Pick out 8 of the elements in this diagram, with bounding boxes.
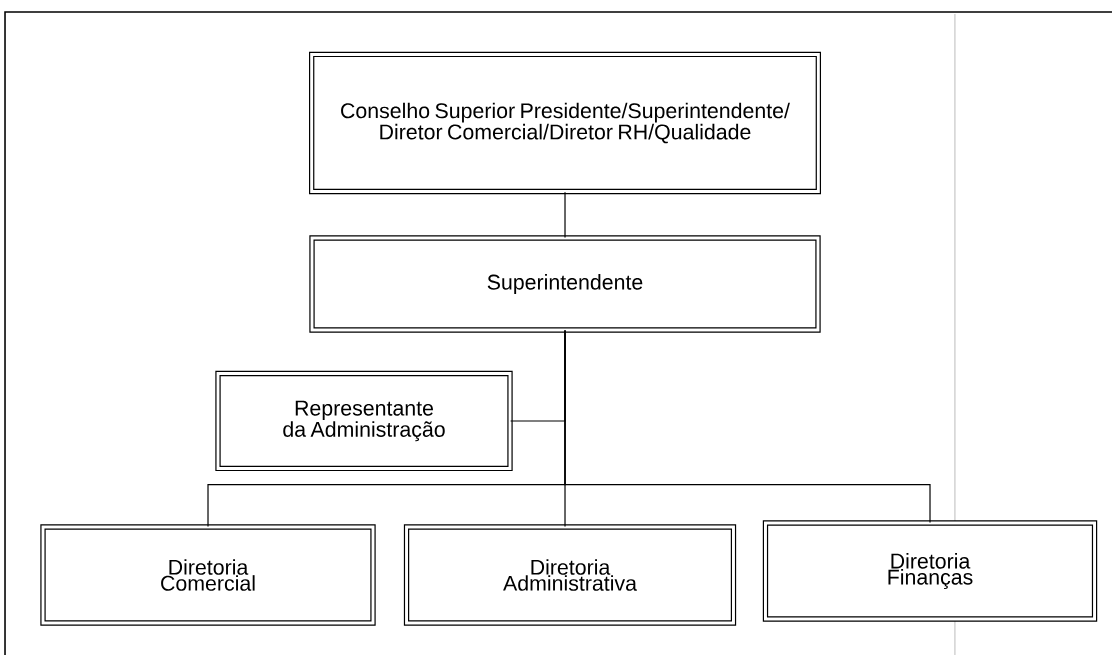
org-box: Diretoria Comercial — [40, 524, 376, 626]
org-box: Diretoria Administrativa — [403, 524, 737, 626]
connector-line — [564, 191, 566, 238]
org-box: Conselho Superior Presidente/Superintendente/ Diretor Comercial/Diretor RH/Qualidade — [309, 51, 821, 195]
org-box: Representante da Administração — [215, 370, 513, 472]
org-box: Diretoria Finanças — [762, 520, 1098, 622]
connector-line — [564, 330, 931, 523]
org-box: Superintendente — [309, 235, 821, 333]
